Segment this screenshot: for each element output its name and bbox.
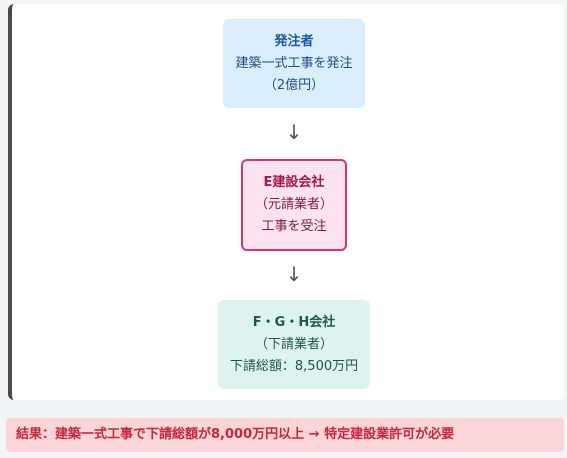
client-box: 発注者 建築一式工事を発注 （2億円）: [223, 19, 365, 108]
client-line2: （2億円）: [263, 77, 325, 93]
diagram-panel: 発注者 建築一式工事を発注 （2億円） ↓ E建設会社 （元請業者） 工事を受注…: [8, 4, 564, 400]
prime-contractor-box: E建設会社 （元請業者） 工事を受注: [241, 159, 347, 251]
subcontractors-box: F・G・H会社 （下請業者） 下請総額：8,500万円: [218, 300, 370, 389]
prime-contractor-line1: （元請業者）: [254, 197, 333, 212]
prime-contractor-line2: 工事を受注: [261, 219, 327, 234]
subcontractors-title: F・G・H会社: [252, 314, 336, 330]
prime-contractor-title: E建設会社: [263, 175, 325, 190]
down-arrow-icon-2: ↓: [285, 262, 303, 286]
client-line1: 建築一式工事を発注: [235, 55, 353, 71]
down-arrow-icon-1: ↓: [285, 120, 303, 144]
subcontractors-line2: 下請総額：8,500万円: [229, 358, 359, 374]
client-title: 発注者: [274, 33, 314, 49]
result-banner: 結果：建築一式工事で下請総額が8,000万円以上 → 特定建設業許可が必要: [6, 418, 564, 452]
subcontractors-line1: （下請業者）: [254, 336, 333, 352]
